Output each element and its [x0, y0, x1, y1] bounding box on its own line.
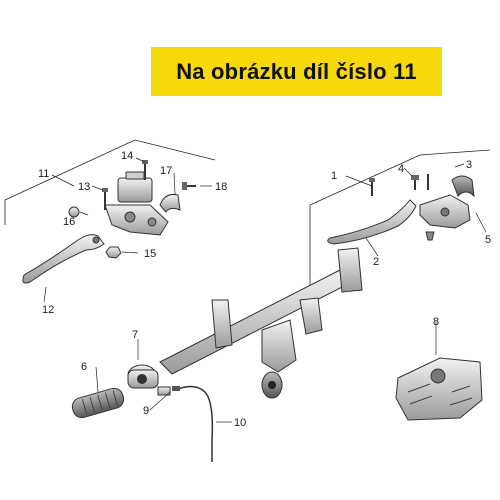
nut-15: [105, 246, 122, 259]
handlebar: [159, 247, 363, 399]
callout-labels: 11 13 14 17 18 16 15 12 1 2 3 4 5 7 6 8 …: [38, 150, 491, 429]
callout-14: 14: [121, 150, 133, 162]
clamp-17: [159, 194, 181, 213]
banner-text: Na obrázku díl číslo 11: [176, 58, 417, 84]
callout-5: 5: [485, 234, 491, 246]
callout-13: 13: [78, 181, 90, 193]
callout-6: 6: [81, 361, 87, 373]
screw-1: [369, 178, 375, 196]
master-cylinder: [104, 171, 169, 236]
screw-18: [182, 182, 196, 190]
throttle-housing-7: [127, 364, 159, 389]
callout-7: 7: [132, 329, 138, 341]
screw-13: [102, 188, 108, 210]
right-group-frame: [309, 149, 491, 290]
clamp-3: [451, 175, 475, 198]
leader-lines: [43, 157, 487, 423]
callout-4: 4: [398, 163, 404, 175]
callout-17: 17: [160, 165, 172, 177]
lever-bracket-5: [419, 194, 471, 241]
callout-10: 10: [234, 417, 246, 429]
brake-lever-12: [22, 234, 105, 284]
left-group-frame: [4, 139, 216, 225]
nut-16: [68, 206, 80, 218]
callout-12: 12: [42, 304, 54, 316]
brake-lever-2: [327, 199, 417, 245]
callout-1: 1: [331, 170, 337, 182]
part-number-banner: Na obrázku díl číslo 11: [151, 47, 442, 96]
callout-3: 3: [466, 159, 472, 171]
callout-9: 9: [143, 405, 149, 417]
screw-9: [157, 386, 171, 396]
throttle-grip-6: [71, 387, 125, 419]
callout-18: 18: [215, 181, 227, 193]
throttle-cable-10: [172, 385, 214, 462]
callout-8: 8: [433, 316, 439, 328]
screw-4: [411, 174, 429, 190]
callout-2: 2: [373, 256, 379, 268]
callout-11: 11: [38, 168, 49, 180]
callout-16: 16: [63, 216, 75, 228]
callout-15: 15: [144, 248, 156, 260]
component-8: [395, 357, 483, 421]
